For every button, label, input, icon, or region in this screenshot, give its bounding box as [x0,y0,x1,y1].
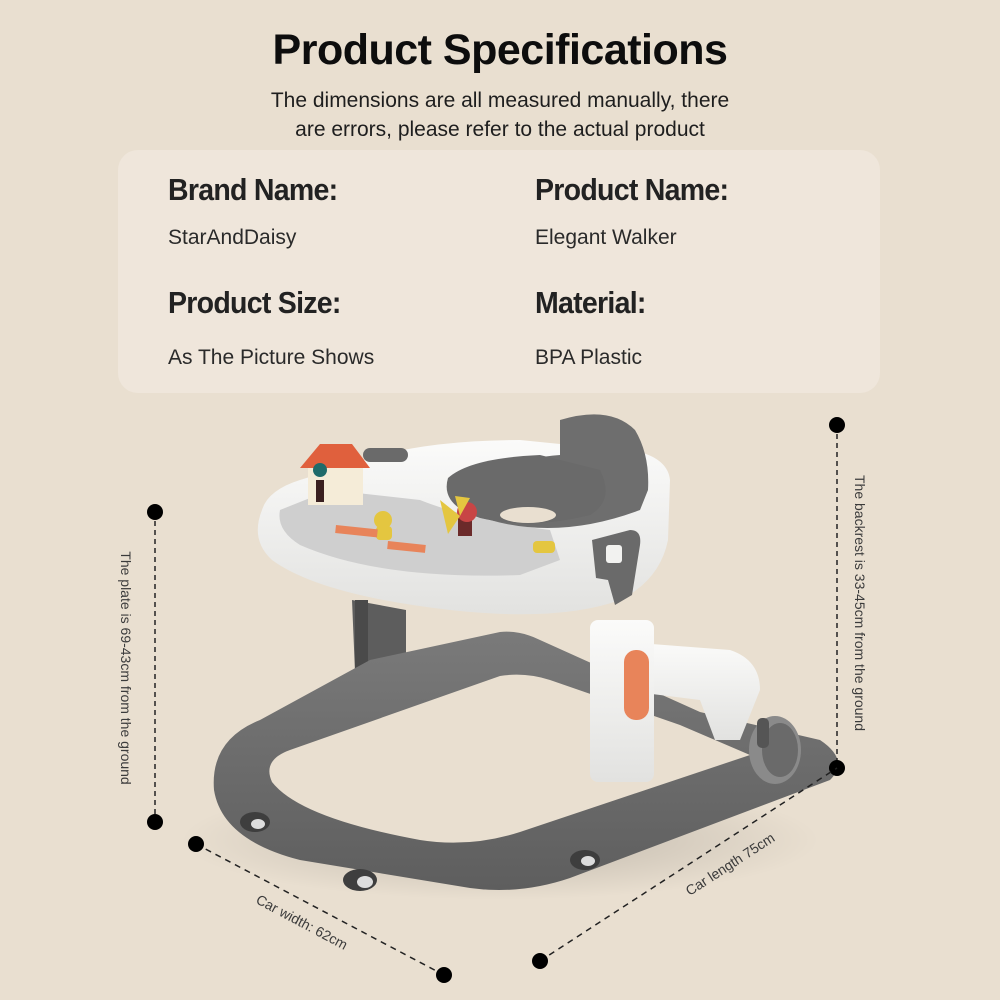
backrest-height-dimension [829,417,845,776]
material-value: BPA Plastic [535,346,642,369]
product-diagram [147,414,845,983]
subtitle-line-1: The dimensions are all measured manually… [270,89,730,112]
car-length-dimension [532,767,838,969]
right-handle [592,530,641,605]
material-label: Material: [535,285,646,320]
spec-card: Brand Name: StarAndDaisy Product Name: E… [118,150,880,393]
toy-keys [335,525,378,538]
height-adjust-button [624,650,649,720]
caster-wheel-right-icon [570,850,600,870]
front-leg [590,620,654,782]
seat [446,414,649,528]
plate-height-label: The plate is 69-43cm from the ground [118,551,134,785]
product-size-label: Product Size: [168,285,341,320]
toy-windmill-icon [440,496,477,536]
caster-wheel-left-icon [240,812,270,832]
toy-bear-icon [374,511,392,540]
product-size-value: As The Picture Shows [168,346,375,369]
backrest-height-label: The backrest is 33-45cm from the ground [852,474,868,732]
brand-name-value: StarAndDaisy [168,226,297,249]
page-title: Product Specifications [272,26,728,74]
product-name-value: Elegant Walker [535,226,677,249]
large-wheel-icon [749,716,801,784]
page-subtitle: The dimensions are all measured manually… [0,86,1000,144]
plate-height-dimension [147,504,163,830]
caster-wheel-front-icon [343,869,377,891]
subtitle-line-2: are errors, please refer to the actual p… [295,118,705,141]
product-name-label: Product Name: [535,172,729,207]
brand-name-label: Brand Name: [168,172,338,207]
toy-house-icon [300,444,370,505]
car-width-dimension [188,836,452,983]
left-handle [363,448,408,462]
play-panel [279,490,560,576]
toy-button [533,541,555,553]
